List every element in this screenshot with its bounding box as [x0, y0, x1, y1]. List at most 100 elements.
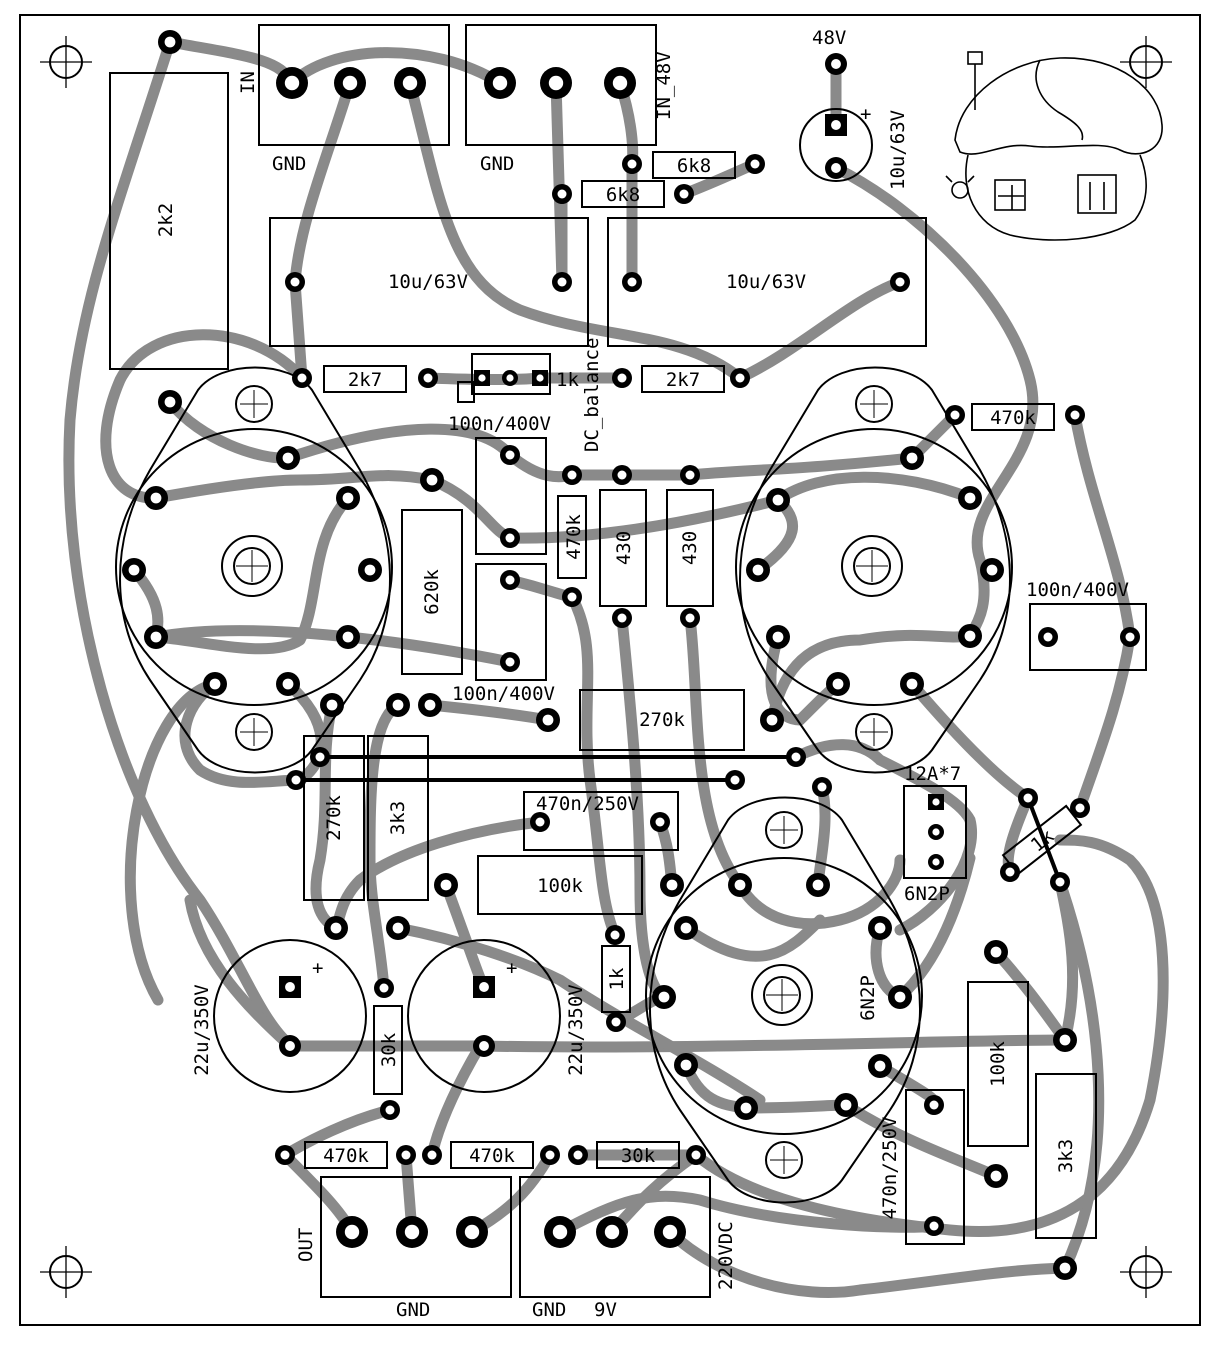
solder-pad — [532, 370, 548, 386]
solder-pad — [900, 446, 924, 470]
label-470n-horizontal: 470n/250V — [536, 793, 639, 815]
resistor-470k-bottom-1: 470k — [304, 1141, 388, 1169]
label-gnd-48v: GND — [480, 153, 514, 175]
capacitor-10u-48v: + 10u/63V — [799, 103, 909, 190]
resistor-430-b: 430 — [666, 489, 714, 607]
label-470k-vertical: 470k — [563, 514, 585, 560]
label-22u-right: 22u/350V — [565, 984, 587, 1076]
solder-pad — [418, 368, 438, 388]
label-out: OUT — [295, 1228, 317, 1262]
solder-pad — [544, 1216, 576, 1248]
resistor-2k2: 2k2 — [109, 72, 229, 370]
solder-pad — [336, 486, 360, 510]
reg-mark-top-left — [40, 36, 92, 88]
label-12a7: 12A*7 — [904, 763, 961, 785]
label-6k8-a: 6k8 — [677, 155, 711, 177]
solder-pad — [310, 747, 330, 767]
solder-pad — [868, 916, 892, 940]
solder-pad — [612, 465, 632, 485]
solder-pad — [500, 570, 520, 590]
solder-pad — [622, 272, 642, 292]
solder-pad — [536, 708, 560, 732]
label-6k8-b: 6k8 — [606, 184, 640, 206]
capacitor-100n-b — [475, 563, 547, 681]
solder-pad — [928, 854, 944, 870]
label-270k-horizontal: 270k — [639, 709, 685, 731]
label-3k3-left: 3k3 — [387, 801, 409, 835]
solder-pad — [540, 67, 572, 99]
solder-pad — [888, 985, 912, 1009]
label-470k-bottom-2: 470k — [469, 1145, 515, 1167]
solder-pad — [984, 1164, 1008, 1188]
solder-pad — [604, 67, 636, 99]
solder-pad — [473, 976, 495, 998]
reg-mark-bottom-right — [1120, 1246, 1172, 1298]
plus-22u-left: + — [312, 957, 323, 979]
solder-pad — [203, 672, 227, 696]
solder-pad — [622, 154, 642, 174]
solder-pad — [725, 770, 745, 790]
solder-pad — [984, 940, 1008, 964]
solder-pad — [386, 916, 410, 940]
solder-pad — [500, 528, 520, 548]
label-gnd-out: GND — [396, 1299, 430, 1321]
label-2k7-right: 2k7 — [666, 369, 700, 391]
solder-pad — [652, 985, 676, 1009]
label-2k2: 2k2 — [155, 203, 177, 237]
label-430-b: 430 — [679, 531, 701, 565]
resistor-100k-horizontal: 100k — [477, 855, 643, 915]
solder-pad — [654, 1216, 686, 1248]
label-gnd-power: GND — [532, 1299, 566, 1321]
solder-pad — [530, 812, 550, 832]
solder-pad — [924, 1216, 944, 1236]
solder-pad — [812, 777, 832, 797]
label-9v: 9V — [594, 1299, 617, 1321]
label-22u-left: 22u/350V — [191, 984, 213, 1076]
board-outline — [19, 14, 1201, 1326]
resistor-1k-vertical: 1k — [601, 945, 631, 1013]
capacitor-10u-left: 10u/63V — [269, 217, 589, 347]
solder-pad — [158, 390, 182, 414]
solder-pad — [980, 558, 1004, 582]
solder-pad — [422, 1145, 442, 1165]
solder-pad — [562, 587, 582, 607]
solder-pad — [292, 368, 312, 388]
label-in-48v: IN_48V — [653, 51, 675, 120]
solder-pad — [612, 368, 632, 388]
resistor-30k-horizontal: 30k — [596, 1141, 680, 1169]
solder-pad — [144, 625, 168, 649]
label-100k-vertical: 100k — [987, 1041, 1009, 1087]
solder-pad — [324, 916, 348, 940]
solder-pad — [1038, 627, 1058, 647]
reg-mark-bottom-left — [40, 1246, 92, 1298]
resistor-270k-vertical: 270k — [303, 735, 365, 901]
capacitor-100n-a — [475, 437, 547, 555]
label-1k-vertical: 1k — [606, 967, 628, 990]
plus-48v: + — [860, 103, 871, 125]
solder-pad — [596, 1216, 628, 1248]
jumper-wire-3 — [1026, 797, 1062, 883]
solder-pad — [928, 824, 944, 840]
resistor-470k-vertical: 470k — [557, 495, 587, 579]
registration-marks — [40, 36, 1172, 1298]
solder-pad — [158, 30, 182, 54]
label-2k7-left: 2k7 — [348, 369, 382, 391]
trimmer-1k-dc-balance: 1k DC_balance — [457, 338, 603, 452]
resistor-3k3-left: 3k3 — [367, 735, 429, 901]
label-in: IN — [237, 71, 259, 94]
resistor-430-a: 430 — [599, 489, 647, 607]
label-1k-diagonal: 1k — [1027, 825, 1059, 857]
label-10u-right: 10u/63V — [726, 271, 806, 293]
solder-pad — [552, 184, 572, 204]
solder-pad — [500, 445, 520, 465]
solder-pad — [285, 272, 305, 292]
tube-socket-bottom: 6N2P — [645, 796, 923, 1204]
solder-pad — [502, 370, 518, 386]
solder-pad — [612, 608, 632, 628]
solder-pad — [275, 1145, 295, 1165]
resistor-2k7-left: 2k7 — [323, 365, 407, 393]
resistor-3k3-right: 3k3 — [1035, 1073, 1097, 1239]
solder-pad — [825, 114, 847, 136]
solder-pad — [1018, 788, 1038, 808]
solder-pad — [606, 1012, 626, 1032]
